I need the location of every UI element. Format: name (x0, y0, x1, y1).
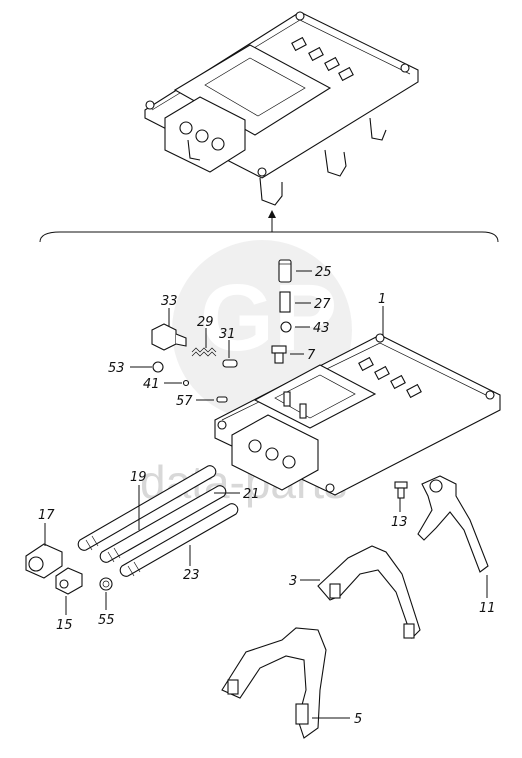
callout-57: 57 (176, 394, 193, 409)
svg-text:GP: GP (200, 265, 337, 371)
callout-27: 27 (314, 297, 331, 312)
shift-rod-19 (77, 465, 217, 551)
washer-53 (152, 361, 164, 373)
spring-29 (191, 347, 217, 357)
coupling-17 (25, 543, 63, 579)
callout-1: 1 (378, 292, 386, 307)
bolt-33 (151, 323, 187, 351)
screw-13 (394, 481, 408, 499)
callout-11: 11 (479, 601, 496, 616)
callout-41: 41 (143, 377, 160, 392)
pin-31 (222, 359, 238, 368)
shift-fork-11 (417, 475, 489, 573)
spring-sleeve-25 (278, 259, 292, 283)
spring-27 (279, 291, 291, 313)
assembled-housing-top (144, 11, 419, 206)
callout-23: 23 (183, 568, 200, 583)
ring-55 (99, 577, 113, 591)
coupling-15 (55, 567, 83, 595)
watermark-logo: GP (172, 240, 352, 420)
callout-53: 53 (108, 361, 125, 376)
plug-screw-7 (271, 345, 287, 364)
housing-part-1 (214, 333, 501, 496)
callout-17: 17 (38, 508, 55, 523)
assembly-bracket (39, 210, 499, 243)
callout-labels: 25 27 43 1 7 33 29 31 53 41 57 19 21 17 … (38, 265, 496, 727)
callout-25: 25 (315, 265, 332, 280)
callout-13: 13 (391, 515, 408, 530)
callout-5: 5 (354, 712, 362, 727)
callout-15: 15 (56, 618, 73, 633)
ball-43 (280, 321, 292, 333)
callout-29: 29 (197, 315, 214, 330)
callout-3: 3 (289, 574, 297, 589)
shift-rod-21 (99, 485, 227, 563)
callout-55: 55 (98, 613, 115, 628)
leader-lines (44, 270, 488, 719)
callout-7: 7 (307, 348, 316, 363)
pin-57 (216, 396, 228, 403)
callout-21: 21 (243, 487, 260, 502)
callout-31: 31 (219, 327, 236, 342)
callout-19: 19 (130, 470, 147, 485)
ball-41 (182, 379, 190, 387)
shift-rod-23 (119, 503, 239, 577)
shift-fork-5 (221, 627, 327, 739)
callout-33: 33 (161, 294, 178, 309)
shift-fork-3 (317, 545, 421, 640)
callout-43: 43 (313, 321, 330, 336)
